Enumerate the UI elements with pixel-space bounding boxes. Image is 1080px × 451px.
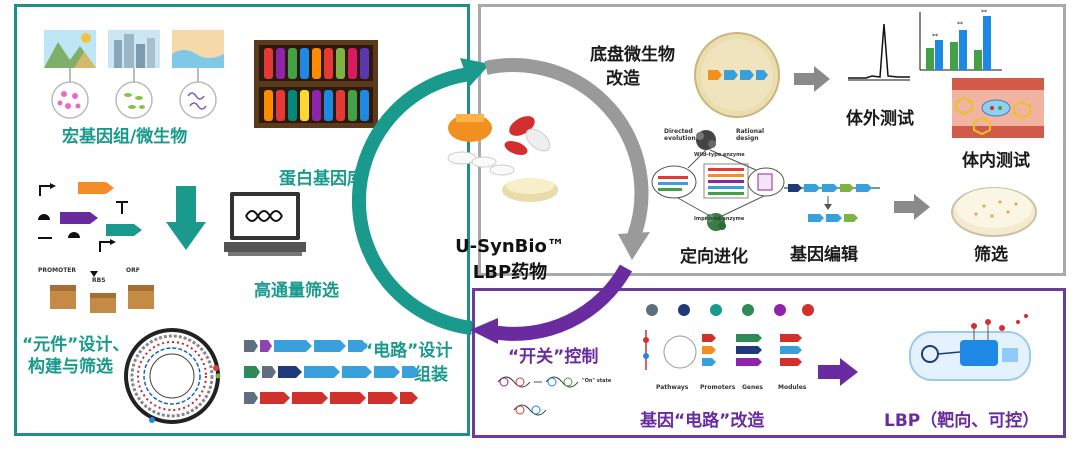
right-arrow-icon [794,66,830,92]
genes-caption: Genes [742,384,763,391]
cycle-arrows [351,58,650,344]
computer-dna-icon [224,192,306,256]
bar-chart-icon: ** ** ** [919,9,1002,71]
center-title-line1: U-SynBio™ [455,236,565,257]
gene-editing-label: 基因编辑 [790,245,858,265]
modules-caption: Modules [778,384,807,391]
chassis-label-line1: 底盘微生物 [590,45,675,65]
directed-evolution-caption: Directed evolution [664,128,696,142]
orf-label: ORF [126,267,140,274]
center-title-line2: LBP药物 [472,262,548,283]
screening-label: 筛选 [974,245,1008,265]
down-arrow-icon [166,186,206,250]
gene-library-bookshelf-icon [254,40,378,128]
protein-library-label: 蛋白基因库 [279,169,364,189]
gut-in-vivo-icon [952,78,1044,138]
riboswitch-diagram [497,376,579,416]
svg-text:**: ** [932,33,938,40]
in-vitro-test-label: 体外测试 [846,109,914,129]
environment-landscape-icons [44,30,224,119]
parts-boxes-icon [50,271,154,313]
center-title: U-SynBio™ LBP药物 [422,234,598,286]
wild-type-caption: Wild-type enzyme [694,152,745,158]
right-arrow-icon-purple [818,358,858,386]
chromatogram-icon [848,23,910,81]
pills-and-powder-icon [447,114,558,202]
gene-circuit-modification-label: 基因“电路”改造 [640,411,765,431]
pathways-caption: Pathways [656,384,689,391]
bottom-right-panel [472,288,1066,438]
in-vivo-test-label: 体内测试 [962,151,1030,171]
gene-circuit-arrows [244,340,420,404]
circular-genome-map-icon [124,328,221,424]
rbs-label: RBS [92,277,106,284]
metagenome-label: 宏基因组/微生物 [62,127,188,147]
svg-text:**: ** [957,21,963,28]
circuit-design-label-line1: “电路”设计 [362,341,453,361]
improved-enzyme-caption: Improved enzyme [694,216,745,222]
switch-control-label: “开关”控制 [508,347,599,367]
lbp-cell-icon [909,314,1031,381]
pathways-diagram [643,304,814,370]
promoter-label: PROMOTER [38,267,77,274]
rational-design-caption: Rational design [736,128,765,142]
parts-design-label-line1: “元件”设计、 [22,335,130,355]
svg-text:**: ** [981,9,987,16]
promoters-caption: Promoters [700,384,736,391]
screening-petri-dish-icon [951,187,1037,237]
directed-evolution-diagram [651,130,785,231]
on-state-caption: "On" state [582,378,612,384]
lbp-targeted-controllable-label: LBP（靶向、可控） [884,411,1040,431]
chassis-label-line2: 改造 [606,69,640,89]
genetic-parts-symbols [38,182,142,252]
right-arrow-icon-2 [894,194,930,220]
gene-editing-icon [784,184,880,222]
directed-evolution-label: 定向进化 [680,247,748,267]
left-panel [14,4,470,436]
circuit-design-label-line2: 组装 [414,365,448,385]
high-throughput-screening-label: 高通量筛选 [254,281,339,301]
parts-design-label-line2: 构建与筛选 [28,357,113,377]
petri-dish-engineered-icon [694,32,780,118]
